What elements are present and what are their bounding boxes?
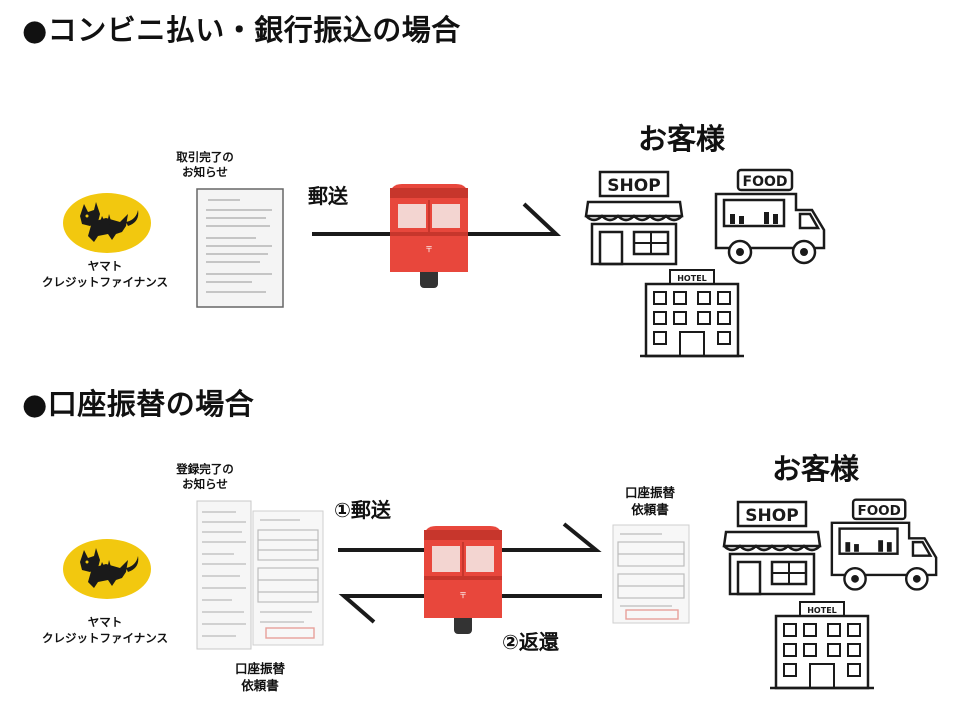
mail-label-2: ①郵送	[334, 498, 391, 522]
company-name-line1: ヤマト	[87, 259, 123, 273]
postbox: 〒	[386, 182, 472, 290]
yamato-cat-logo-2	[62, 538, 152, 600]
notice-document	[196, 188, 284, 308]
black-cat-icon	[63, 193, 151, 253]
notice-caption-line2: お知らせ	[182, 165, 228, 179]
shop-sign: SHOP	[607, 176, 660, 196]
transfer-form-caption: 口座振替 依頼書	[212, 660, 308, 694]
arrow-left-icon	[338, 594, 602, 624]
food-sign: FOOD	[743, 174, 788, 190]
returned-form-caption-line2: 依頼書	[631, 502, 669, 517]
returned-form-document	[612, 524, 690, 624]
returned-form-caption: 口座振替 依頼書	[600, 484, 700, 518]
food-truck-icon: FOOD	[830, 498, 938, 591]
notice-caption: 取引完了の お知らせ	[150, 150, 260, 180]
form-document-icon	[612, 524, 690, 624]
company-name-line2: クレジットファイナンス	[41, 631, 169, 645]
shop-icon: SHOP	[584, 170, 684, 266]
customer-label-2: お客様	[772, 452, 860, 486]
form-document-icon	[252, 510, 324, 646]
postbox-2: 〒	[420, 524, 506, 636]
company-name-line1: ヤマト	[87, 615, 123, 629]
hotel-sign: HOTEL	[677, 274, 707, 283]
notice-caption-line1: 登録完了の	[176, 462, 234, 476]
yamato-cat-logo	[62, 192, 152, 254]
shop: SHOP	[584, 170, 684, 266]
food-truck: FOOD	[712, 168, 828, 268]
notice-caption-line1: 取引完了の	[176, 150, 234, 164]
hotel-icon: HOTEL	[770, 601, 874, 690]
company-name-2: ヤマト クレジットファイナンス	[14, 614, 196, 646]
food-sign: FOOD	[857, 503, 900, 519]
company-name-line2: クレジットファイナンス	[41, 275, 169, 289]
hotel-sign: HOTEL	[807, 606, 837, 615]
return-label: ②返還	[502, 630, 559, 654]
section2-heading: ●口座振替の場合	[22, 387, 255, 421]
document-icon	[196, 500, 252, 650]
notice-caption-2: 登録完了の お知らせ	[150, 462, 260, 492]
company-name: ヤマト クレジットファイナンス	[14, 258, 196, 290]
customer-label: お客様	[638, 122, 726, 156]
mail-label: 郵送	[308, 184, 348, 208]
section1-heading: ●コンビニ払い・銀行振込の場合	[22, 13, 461, 47]
shop-icon: SHOP	[722, 500, 822, 596]
food-truck-icon: FOOD	[714, 168, 826, 265]
hotel-icon: HOTEL	[640, 269, 744, 358]
hotel-2: HOTEL	[770, 600, 874, 690]
svg-text:〒: 〒	[425, 245, 433, 254]
postbox-icon: 〒	[424, 526, 502, 634]
svg-text:〒: 〒	[459, 591, 467, 600]
notice-document-2	[196, 500, 252, 650]
transfer-form-caption-line1: 口座振替	[234, 661, 285, 676]
black-cat-icon	[63, 539, 151, 599]
shop-2: SHOP	[722, 500, 822, 596]
shop-sign: SHOP	[745, 506, 798, 526]
postbox-icon: 〒	[390, 184, 468, 288]
returned-form-caption-line1: 口座振替	[624, 485, 675, 500]
notice-caption-line2: お知らせ	[182, 477, 228, 491]
transfer-form-document	[252, 510, 324, 646]
hotel: HOTEL	[640, 268, 744, 358]
transfer-form-caption-line2: 依頼書	[241, 678, 279, 693]
return-arrow	[338, 568, 604, 628]
food-truck-2: FOOD	[828, 496, 940, 596]
document-icon	[196, 188, 284, 308]
